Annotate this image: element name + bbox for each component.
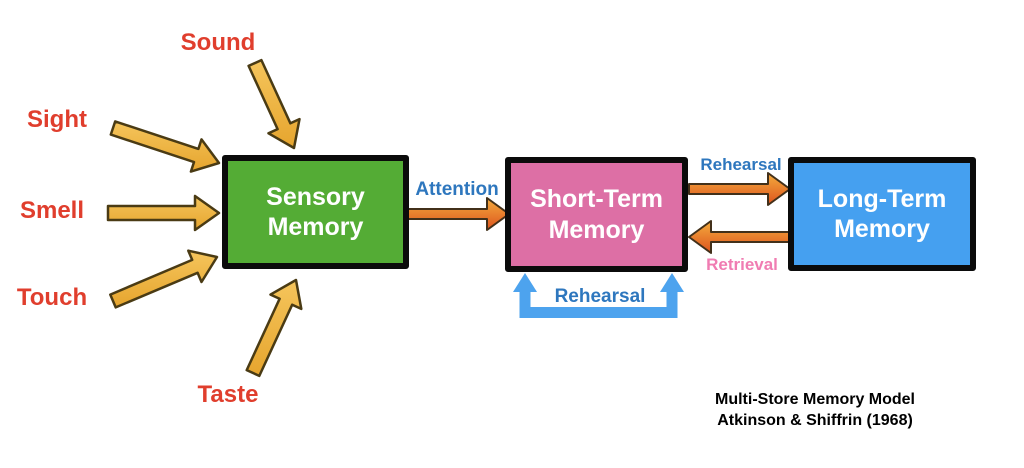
input-label-taste: Taste	[197, 381, 259, 408]
retrieval-arrow	[688, 220, 791, 254]
input-label-touch: Touch	[16, 284, 88, 311]
rehearsal-loop-arrowhead-right	[660, 273, 684, 292]
short-term-memory-box: Short-Term Memory	[505, 157, 688, 272]
taste-arrow	[245, 278, 303, 378]
rehearsal-loop-arrowhead-left	[513, 273, 537, 292]
caption-title: Multi-Store Memory Model	[714, 391, 916, 408]
rehearsal-to-ltm-label: Rehearsal	[700, 155, 782, 174]
retrieval-label: Retrieval	[706, 255, 778, 274]
rehearsal-loop-arrow	[519, 288, 678, 318]
short-term-memory-label-line1: Short-Term	[530, 185, 663, 213]
long-term-memory-box: Long-Term Memory	[788, 157, 976, 271]
long-term-memory-label-line2: Memory	[834, 215, 930, 243]
caption-authors: Atkinson & Shiffrin (1968)	[717, 412, 913, 429]
short-term-memory-label-line2: Memory	[548, 215, 645, 244]
input-label-sound: Sound	[180, 29, 256, 56]
input-label-sight: Sight	[27, 106, 87, 133]
attention-label: Attention	[415, 179, 499, 200]
long-term-memory-label-line1: Long-Term	[817, 184, 947, 213]
rehearsal-loop-label: Rehearsal	[554, 286, 646, 307]
sight-arrow	[109, 120, 221, 173]
smell-arrow	[106, 194, 221, 232]
sensory-memory-box: Sensory Memory	[222, 155, 409, 269]
sensory-memory-label-line1: Sensory	[266, 182, 365, 211]
input-label-smell: Smell	[19, 197, 85, 224]
rehearsal-to-ltm-arrow	[688, 172, 791, 206]
sound-arrow	[247, 58, 301, 150]
attention-arrow	[407, 197, 510, 231]
sensory-memory-label-line2: Memory	[267, 213, 364, 241]
diagram-caption: Multi-Store Memory Model Atkinson & Shif…	[715, 389, 915, 431]
touch-arrow	[109, 249, 219, 309]
